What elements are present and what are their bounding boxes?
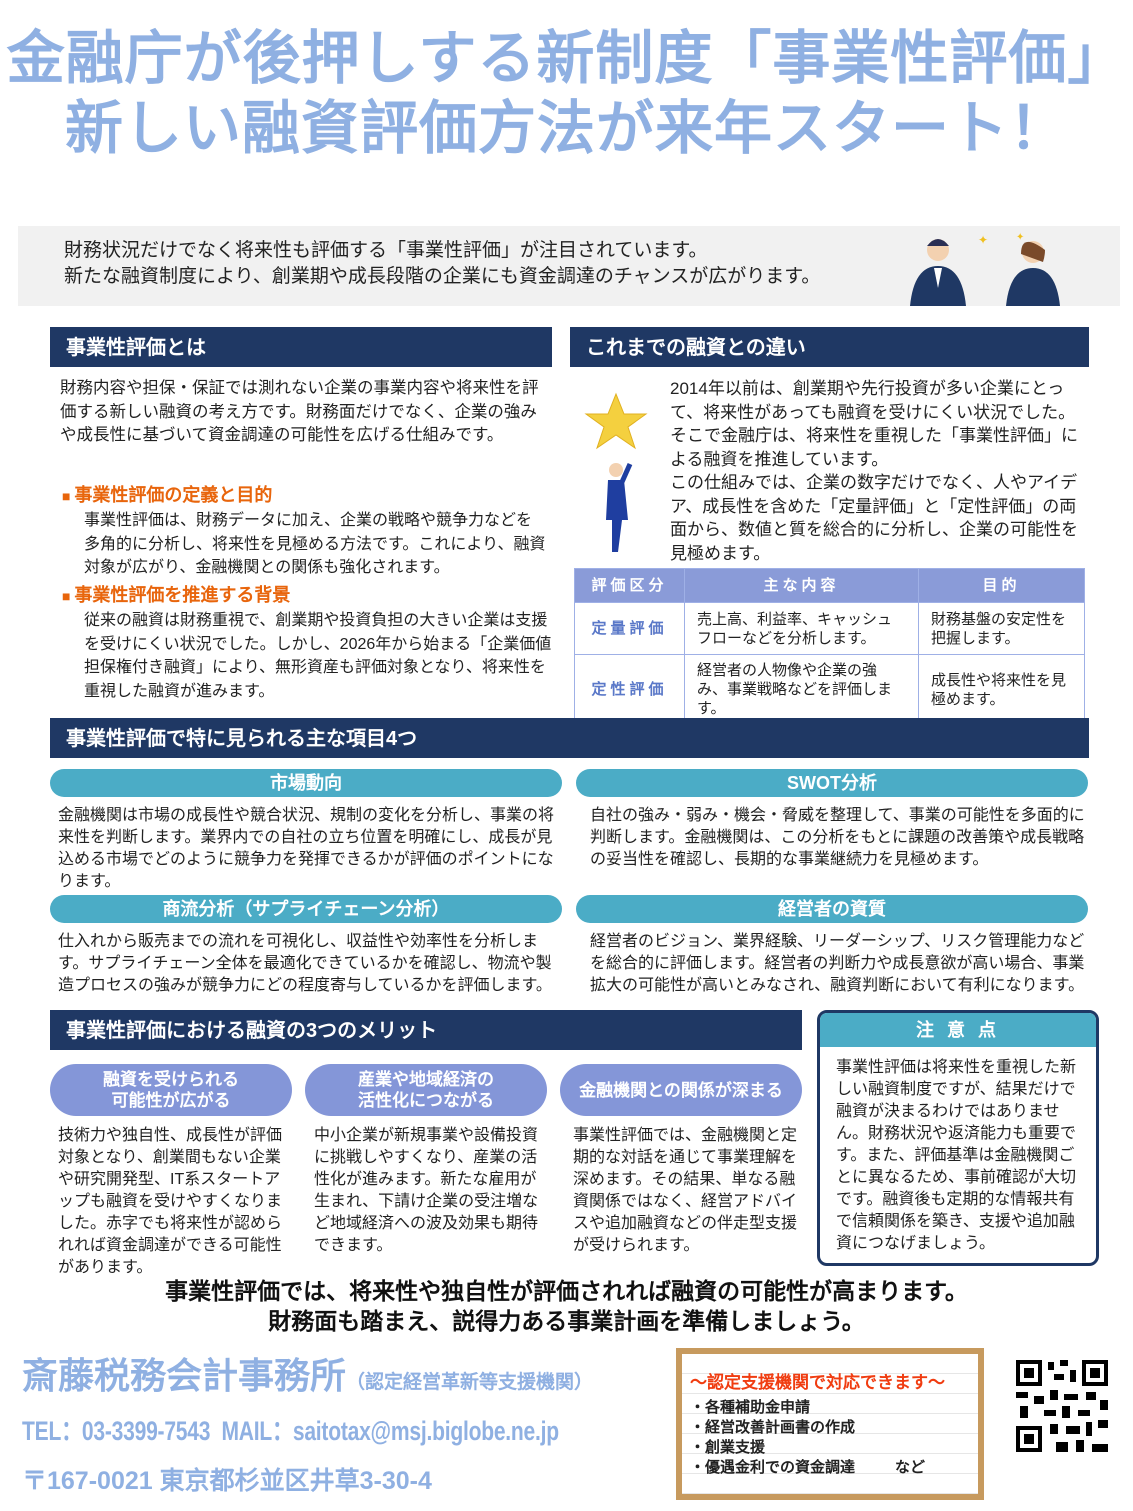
item-body-market: 金融機関は市場の成長性や競合状況、規制の変化を分析し、事業の将来性を判断します。… (58, 807, 555, 890)
table-header: 主な内容 (684, 568, 919, 603)
intro-line2: 新たな融資制度により、創業期や成長段階の企業にも資金調達のチャンスが広がります。 (64, 266, 821, 287)
table-cell: 定性評価 (574, 654, 685, 725)
table-header: 評価区分 (574, 568, 685, 603)
item-title-market: 市場動向 (50, 769, 562, 797)
office-note: （認定経営革新等支援機関） (346, 1372, 594, 1393)
table-header-row: 評価区分 主な内容 目的 (574, 568, 1085, 603)
item-body-management: 経営者のビジョン、業界経験、リーダーシップ、リスク管理能力などを総合的に評価しま… (590, 933, 1085, 994)
main-title-line2: 新しい融資評価方法が来年スタート！ (64, 96, 1068, 161)
intro-banner: 財務状況だけでなく将来性も評価する「事業性評価」が注目されています。 新たな融資… (18, 226, 1120, 306)
item-title-supply-chain: 商流分析（サプライチェーン分析） (50, 895, 562, 923)
board-item: ・各種補助金申請 (690, 1399, 811, 1416)
svg-text:✦: ✦ (1016, 232, 1024, 243)
board-item: ・優遇金利での資金調達 など (690, 1458, 970, 1478)
main-title-line1: 金融庁が後押しする新制度「事業性評価」 (6, 26, 1127, 91)
table-row: 定性評価 経営者の人物像や企業の強み、事業戦略などを評価します。 成長性や将来性… (574, 654, 1085, 725)
section-header-four-items: 事業性評価で特に見られる主な項目4つ (50, 718, 1089, 758)
merit-body-financing: 技術力や独自性、成長性が評価対象となり、創業間もない企業や研究開発型、IT系スタ… (58, 1127, 283, 1276)
background-body: 従来の融資は財務重視で、創業期や投資負担の大きい企業は支援を受けにくい状況でした… (84, 612, 552, 700)
board-etc: など (895, 1459, 926, 1476)
caution-body: 事業性評価は将来性を重視した新しい融資制度ですが、結果だけで融資が決まるわけでは… (836, 1059, 1077, 1252)
table-cell: 経営者の人物像や企業の強み、事業戦略などを評価します。 (684, 654, 919, 725)
table-cell: 定量評価 (574, 602, 685, 655)
merit-body-relationship: 事業性評価では、金融機関と定期的な対話を通じて事業理解を深めます。その結果、単な… (573, 1127, 798, 1254)
office-name-text: 斎藤税務会計事務所 (22, 1355, 347, 1396)
intro-line1: 財務状況だけでなく将来性も評価する「事業性評価」が注目されています。 (64, 240, 708, 261)
tel-text[interactable]: TEL：03-3399-7543 (22, 1416, 211, 1446)
board-title: ～認定支援機関で対応できます～ (690, 1373, 945, 1392)
closing-line2: 財務面も踏まえ、説得力ある事業計画を準備しましょう。 (268, 1308, 865, 1334)
table-cell: 成長性や将来性を見極めます。 (918, 654, 1085, 725)
svg-text:✦: ✦ (978, 233, 988, 247)
address-text: 〒167-0021 東京都杉並区井草3-30-4 (22, 1467, 432, 1495)
contact-line: TEL：03-3399-7543 MAIL：saitotax@msj.biglo… (22, 1414, 559, 1448)
caution-header: 注 意 点 (820, 1013, 1096, 1047)
services-board: ～認定支援機関で対応できます～ ・各種補助金申請 ・経営改善計画書の作成 ・創業… (676, 1348, 984, 1500)
section-header-difference: これまでの融資との違い (570, 327, 1089, 367)
subheading-background: 事業性評価を推進する背景 (62, 583, 290, 608)
merit-title-regional: 産業や地域経済の 活性化につながる (305, 1064, 547, 1116)
merit-title-line: 金融機関との関係が深まる (579, 1080, 783, 1100)
section-header-what-is: 事業性評価とは (50, 327, 552, 367)
board-item-text: ・優遇金利での資金調達 (690, 1459, 856, 1476)
section2-body2: この仕組みでは、企業の数字だけでなく、人やアイデア、成長性を含めた「定量評価」と… (670, 473, 1078, 563)
office-name: 斎藤税務会計事務所（認定経営革新等支援機関） (22, 1354, 593, 1405)
table-header: 目的 (918, 568, 1085, 603)
section2-body1: 2014年以前は、創業期や先行投資が多い企業にとって、将来性があっても融資を受け… (670, 379, 1078, 469)
evaluation-table: 評価区分 主な内容 目的 定量評価 売上高、利益率、キャッシュフローなどを分析し… (574, 568, 1085, 725)
merit-title-line: 可能性が広がる (111, 1091, 231, 1110)
qr-code-icon[interactable] (1016, 1360, 1108, 1452)
board-list: ・各種補助金申請 ・経営改善計画書の作成 ・創業支援 ・優遇金利での資金調達 など (690, 1398, 970, 1478)
closing-message: 事業性評価では、将来性や独自性が評価されれば融資の可能性が高まります。 財務面も… (0, 1276, 1133, 1336)
definition-body: 事業性評価は、財務データに加え、企業の戦略や競争力などを多角的に分析し、将来性を… (84, 512, 546, 576)
section1-body: 財務内容や担保・保証では測れない企業の事業内容や将来性を評価する新しい融資の考え… (60, 379, 539, 444)
closing-line1: 事業性評価では、将来性や独自性が評価されれば融資の可能性が高まります。 (165, 1278, 968, 1304)
item-body-supply-chain: 仕入れから販売までの流れを可視化し、収益性や効率性を分析します。サプライチェーン… (58, 933, 552, 994)
merit-body-regional: 中小企業が新規事業や設備投資に挑戦しやすくなり、産業の活性化が進みます。新たな雇… (314, 1127, 539, 1254)
board-item: ・創業支援 (690, 1439, 766, 1456)
mail-link[interactable]: MAIL：saitotax@msj.biglobe.ne.jp (221, 1416, 559, 1446)
item-title-management: 経営者の資質 (576, 895, 1088, 923)
merit-title-line: 融資を受けられる (103, 1070, 239, 1089)
table-row: 定量評価 売上高、利益率、キャッシュフローなどを分析します。 財務基盤の安定性を… (574, 602, 1085, 655)
item-title-swot: SWOT分析 (576, 769, 1088, 797)
caution-box: 注 意 点 事業性評価は将来性を重視した新しい融資制度ですが、結果だけで融資が決… (817, 1010, 1099, 1266)
merit-title-line: 活性化につながる (358, 1091, 494, 1110)
subheading-definition: 事業性評価の定義と目的 (62, 483, 272, 508)
star-businessman-illustration (584, 392, 648, 552)
item-body-swot: 自社の強み・弱み・機会・脅威を整理して、事業の可能性を多面的に判断します。金融機… (590, 807, 1085, 868)
table-cell: 売上高、利益率、キャッシュフローなどを分析します。 (684, 602, 919, 655)
business-people-illustration: ✦✦ (910, 232, 1060, 306)
table-cell: 財務基盤の安定性を把握します。 (918, 602, 1085, 655)
board-item: ・経営改善計画書の作成 (690, 1419, 856, 1436)
merit-title-line: 産業や地域経済の (358, 1070, 494, 1089)
merit-title-relationship: 金融機関との関係が深まる (560, 1064, 802, 1116)
merit-title-financing: 融資を受けられる 可能性が広がる (50, 1064, 292, 1116)
section-header-merits: 事業性評価における融資の3つのメリット (50, 1010, 802, 1050)
